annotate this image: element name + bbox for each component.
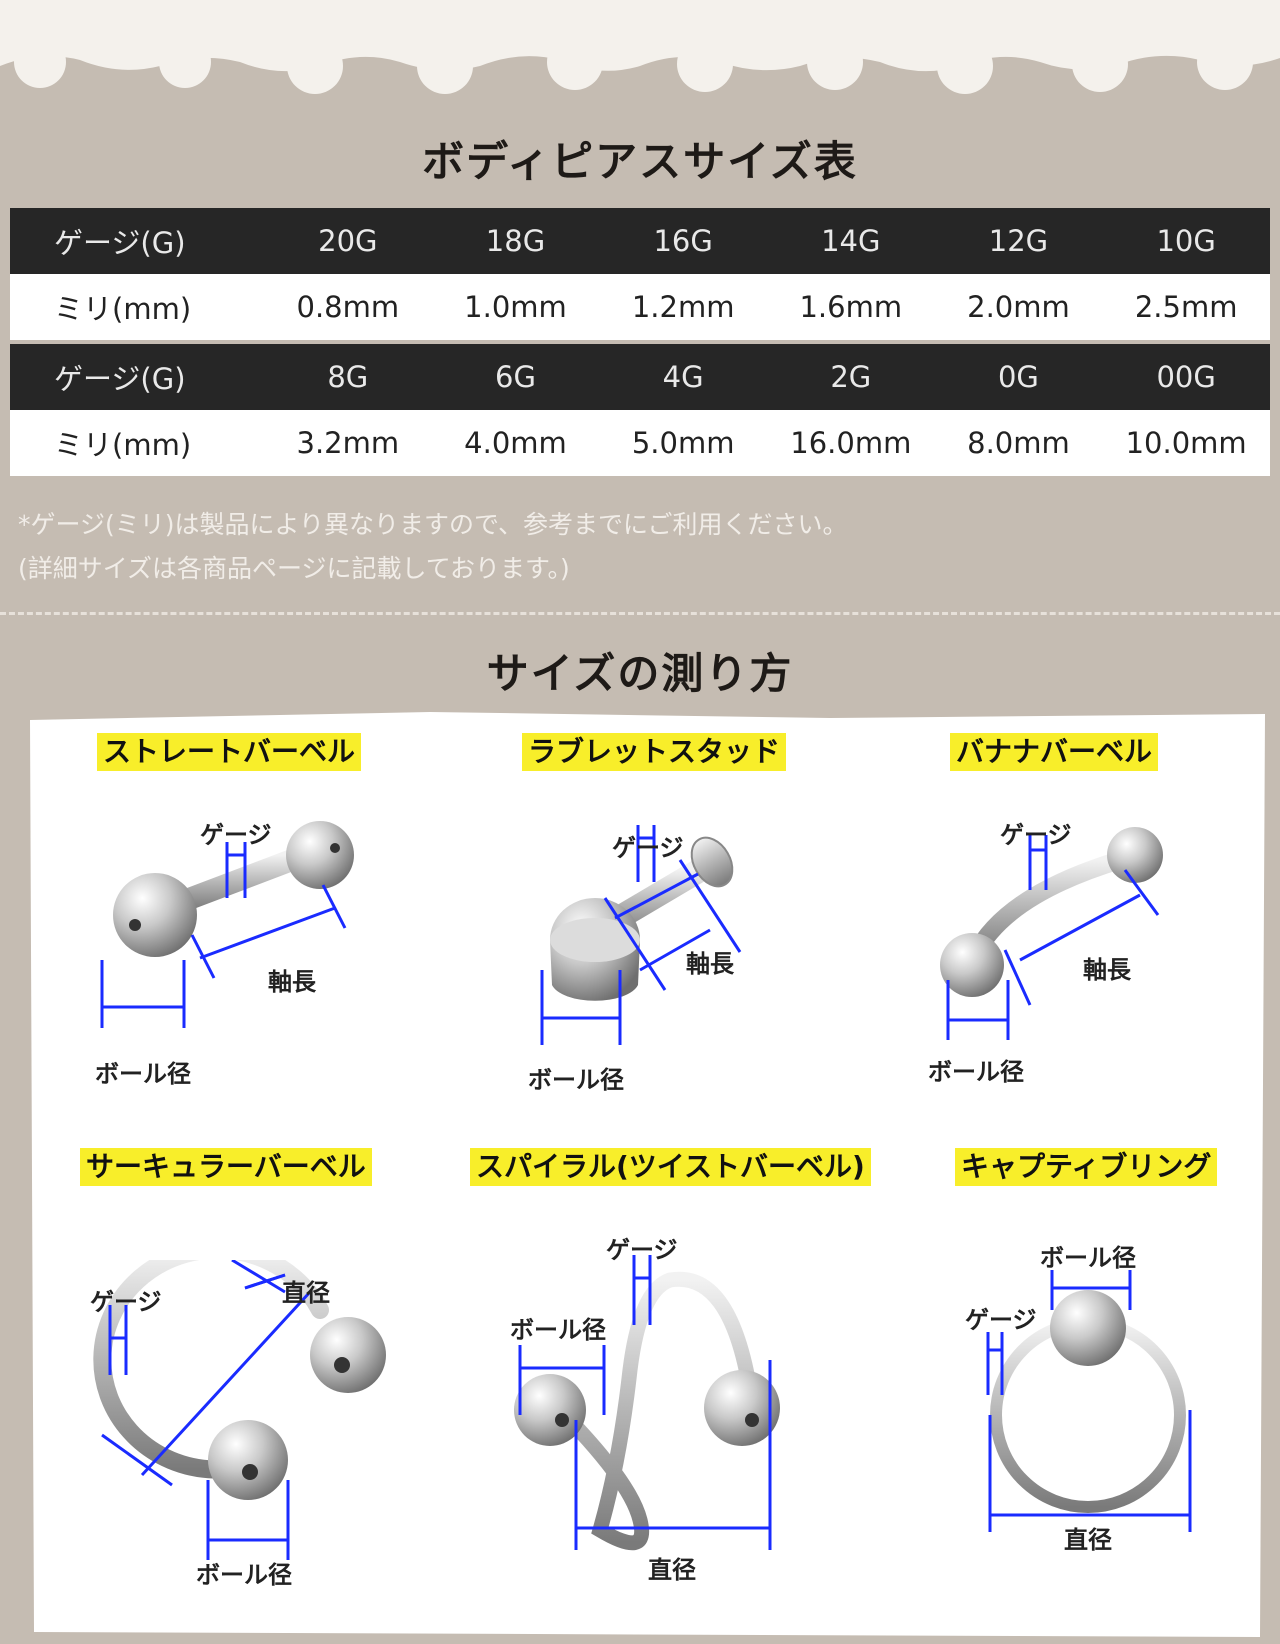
ball-diameter-annotation: ボール径 xyxy=(510,1316,606,1344)
diameter-annotation: 直径 xyxy=(648,1556,696,1584)
circular-barbell-illustration xyxy=(93,1260,386,1560)
table-cell: 14G xyxy=(766,208,935,274)
type-label-spiral: スパイラル(ツイストバーベル) xyxy=(470,1148,871,1186)
table-row: ゲージ(G) 8G 6G 4G 2G 0G 00G xyxy=(10,344,1270,410)
row-label: ミリ(mm) xyxy=(10,274,264,340)
gauge-annotation: ゲージ xyxy=(200,821,272,849)
ball-diameter-annotation: ボール径 xyxy=(928,1058,1024,1086)
diameter-annotation: 直径 xyxy=(1064,1526,1112,1554)
diameter-annotation: 直径 xyxy=(282,1279,330,1307)
type-label-circular-barbell: サーキュラーバーベル xyxy=(80,1148,372,1186)
note-line: (詳細サイズは各商品ページに記載しております。) xyxy=(18,554,570,583)
shaft-length-annotation: 軸長 xyxy=(1083,956,1131,984)
table-cell: 20G xyxy=(264,208,432,274)
table-cell: 00G xyxy=(1102,344,1270,410)
gauge-annotation: ゲージ xyxy=(90,1288,162,1316)
size-chart-title: ボディピアスサイズ表 xyxy=(422,137,858,186)
torn-paper-edge xyxy=(0,0,1280,94)
table-cell: 2G xyxy=(766,344,935,410)
table-cell: 18G xyxy=(431,208,600,274)
size-table: ゲージ(G) 20G 18G 16G 14G 12G 10G ミリ(mm) 0.… xyxy=(10,208,1270,476)
gauge-annotation: ゲージ xyxy=(612,834,684,862)
table-cell: 6G xyxy=(431,344,600,410)
spiral-illustration xyxy=(514,1255,780,1551)
gap-cell xyxy=(10,340,1270,344)
table-cell: 1.0mm xyxy=(431,274,600,340)
table-cell: 16G xyxy=(599,208,767,274)
table-cell: 0.8mm xyxy=(264,274,432,340)
gauge-annotation: ゲージ xyxy=(965,1306,1037,1334)
table-cell: 12G xyxy=(934,208,1103,274)
table-cell: 5.0mm xyxy=(599,410,767,476)
table-cell: 1.2mm xyxy=(599,274,767,340)
table-row: ミリ(mm) 3.2mm 4.0mm 5.0mm 16.0mm 8.0mm 10… xyxy=(10,410,1270,476)
shaft-length-annotation: 軸長 xyxy=(268,968,316,996)
table-row: ミリ(mm) 0.8mm 1.0mm 1.2mm 1.6mm 2.0mm 2.5… xyxy=(10,274,1270,340)
note-line: *ゲージ(ミリ)は製品により異なりますので、参考までにご利用ください。 xyxy=(18,510,848,539)
dashed-divider xyxy=(0,612,1280,615)
table-cell: 4.0mm xyxy=(431,410,600,476)
type-label-captive-ring: キャプティブリング xyxy=(955,1148,1218,1186)
captive-ring-illustration xyxy=(986,1270,1192,1532)
table-cell: 8G xyxy=(264,344,432,410)
table-cell: 8.0mm xyxy=(934,410,1103,476)
table-cell: 2.5mm xyxy=(1102,274,1270,340)
row-label: ゲージ(G) xyxy=(10,344,264,410)
type-label-straight-barbell: ストレートバーベル xyxy=(97,733,362,771)
gauge-annotation: ゲージ xyxy=(1000,821,1072,849)
ball-diameter-annotation: ボール径 xyxy=(528,1066,624,1094)
table-cell: 3.2mm xyxy=(264,410,432,476)
labret-stud-illustration xyxy=(540,825,742,1045)
table-cell: 4G xyxy=(599,344,767,410)
ball-diameter-annotation: ボール径 xyxy=(1040,1244,1136,1272)
table-row: ゲージ(G) 20G 18G 16G 14G 12G 10G xyxy=(10,208,1270,274)
ball-diameter-annotation: ボール径 xyxy=(95,1060,191,1088)
straight-barbell-illustration xyxy=(100,821,354,1028)
gauge-annotation: ゲージ xyxy=(606,1236,678,1264)
banana-barbell-illustration xyxy=(940,827,1163,1040)
table-cell: 2.0mm xyxy=(934,274,1103,340)
table-cell: 16.0mm xyxy=(766,410,935,476)
row-gap xyxy=(10,340,1270,344)
type-label-banana-barbell: バナナバーベル xyxy=(950,733,1159,771)
table-cell: 10.0mm xyxy=(1102,410,1270,476)
table-cell: 10G xyxy=(1102,208,1270,274)
row-label: ゲージ(G) xyxy=(10,208,264,274)
measure-title: サイズの測り方 xyxy=(486,649,794,698)
ball-diameter-annotation: ボール径 xyxy=(196,1561,292,1589)
table-cell: 1.6mm xyxy=(766,274,935,340)
type-label-labret-stud: ラブレットスタッド xyxy=(522,733,787,771)
shaft-length-annotation: 軸長 xyxy=(686,950,734,978)
table-cell: 0G xyxy=(934,344,1103,410)
row-label: ミリ(mm) xyxy=(10,410,264,476)
